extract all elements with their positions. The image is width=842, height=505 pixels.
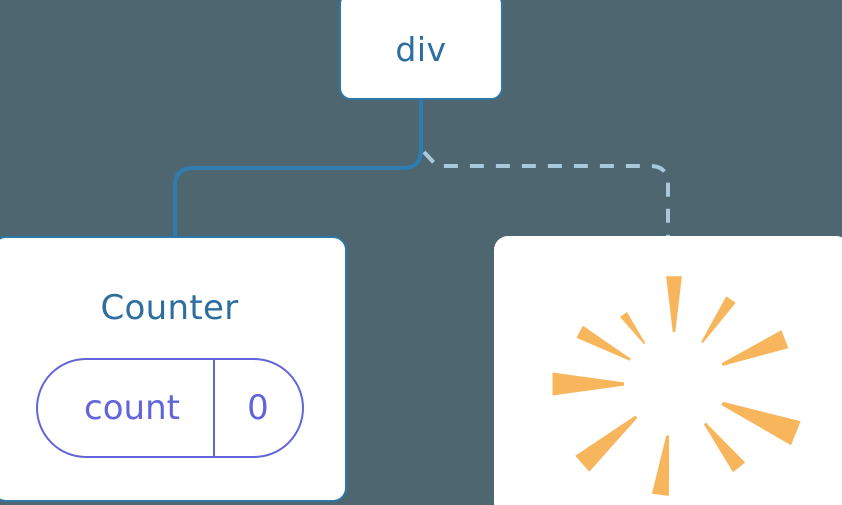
state-key: count bbox=[84, 388, 180, 428]
burst-ray-10 bbox=[701, 296, 736, 344]
burst-ray-5 bbox=[575, 415, 638, 472]
burst-ray-3 bbox=[576, 325, 631, 361]
sparkle-burst-icon bbox=[552, 276, 801, 496]
state-value: 0 bbox=[212, 360, 302, 456]
burst-ray-1 bbox=[666, 276, 682, 332]
edge-div-to-counter bbox=[173, 100, 423, 238]
node-render-output[interactable] bbox=[494, 236, 842, 505]
state-pill[interactable]: count 0 bbox=[35, 358, 304, 458]
burst-ray-4 bbox=[552, 372, 624, 396]
burst-ray-9 bbox=[721, 330, 789, 366]
node-counter[interactable]: Counter count 0 bbox=[0, 236, 347, 502]
edge-div-to-render bbox=[422, 150, 670, 238]
burst-ray-7 bbox=[703, 422, 746, 473]
node-div[interactable]: div bbox=[339, 0, 503, 100]
burst-ray-2 bbox=[620, 312, 646, 345]
node-div-label: div bbox=[395, 29, 447, 69]
node-counter-label: Counter bbox=[100, 288, 239, 328]
burst-ray-8 bbox=[721, 401, 801, 446]
burst-ray-6 bbox=[651, 435, 670, 496]
